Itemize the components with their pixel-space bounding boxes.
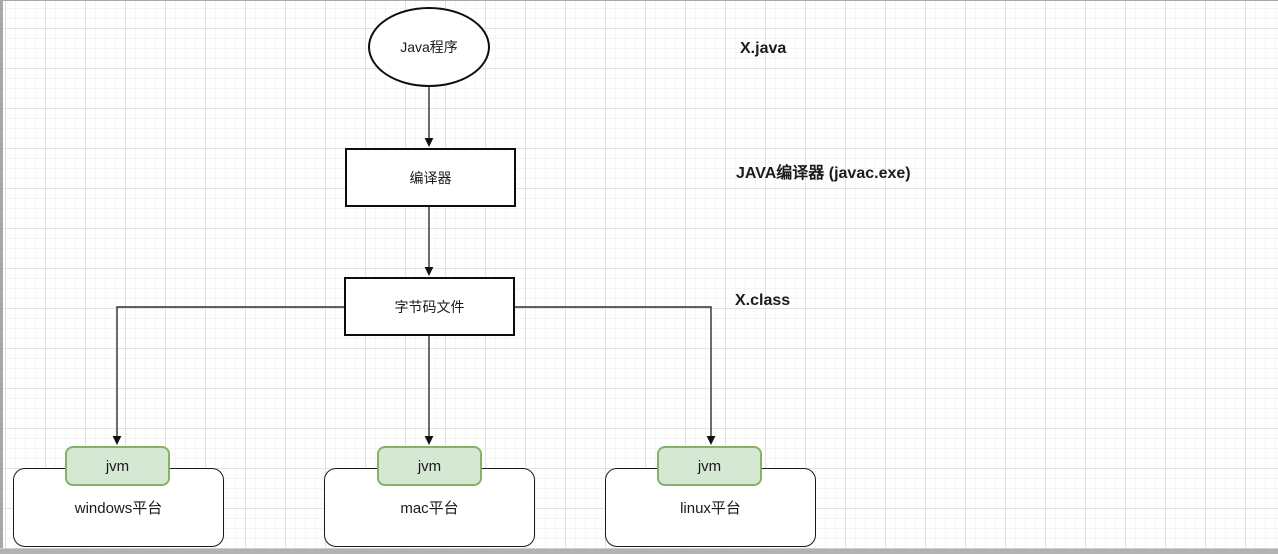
node-platform-mac-label: mac平台 xyxy=(400,500,459,517)
window-edge-bottom xyxy=(0,548,1278,554)
node-jvm-mac: jvm xyxy=(377,446,482,486)
window-edge-top xyxy=(0,0,1278,1)
node-jvm-mac-label: jvm xyxy=(417,457,442,475)
node-java-program-label: Java程序 xyxy=(400,39,458,55)
arrowhead-program-to-compiler xyxy=(424,138,434,147)
node-platform-linux-label: linux平台 xyxy=(680,500,741,517)
annotation-java-compiler: JAVA编译器 (javac.exe) xyxy=(736,165,911,182)
annotation-class-file: X.class xyxy=(735,292,791,309)
annotation-source-file: X.java xyxy=(740,40,787,57)
node-compiler: 编译器 xyxy=(345,148,516,207)
node-bytecode-file: 字节码文件 xyxy=(344,277,515,336)
arrowhead-bytecode-to-windows-jvm xyxy=(112,436,122,445)
node-bytecode-file-label: 字节码文件 xyxy=(394,298,465,315)
node-compiler-label: 编译器 xyxy=(409,169,452,186)
node-jvm-windows-label: jvm xyxy=(105,457,130,475)
node-jvm-windows: jvm xyxy=(65,446,170,486)
arrow-bytecode-to-windows-jvm xyxy=(116,306,344,436)
node-jvm-linux: jvm xyxy=(657,446,762,486)
window-edge-left xyxy=(0,0,3,554)
arrowhead-bytecode-to-mac-jvm xyxy=(424,436,434,445)
arrowhead-bytecode-to-linux-jvm xyxy=(706,436,716,445)
arrowhead-compiler-to-bytecode xyxy=(424,267,434,276)
node-jvm-linux-label: jvm xyxy=(697,457,722,475)
node-java-program: Java程序 xyxy=(368,7,490,87)
node-platform-windows-label: windows平台 xyxy=(74,500,163,517)
node-platform-mac: mac平台 xyxy=(324,468,535,547)
arrow-bytecode-to-linux-jvm xyxy=(515,306,712,436)
